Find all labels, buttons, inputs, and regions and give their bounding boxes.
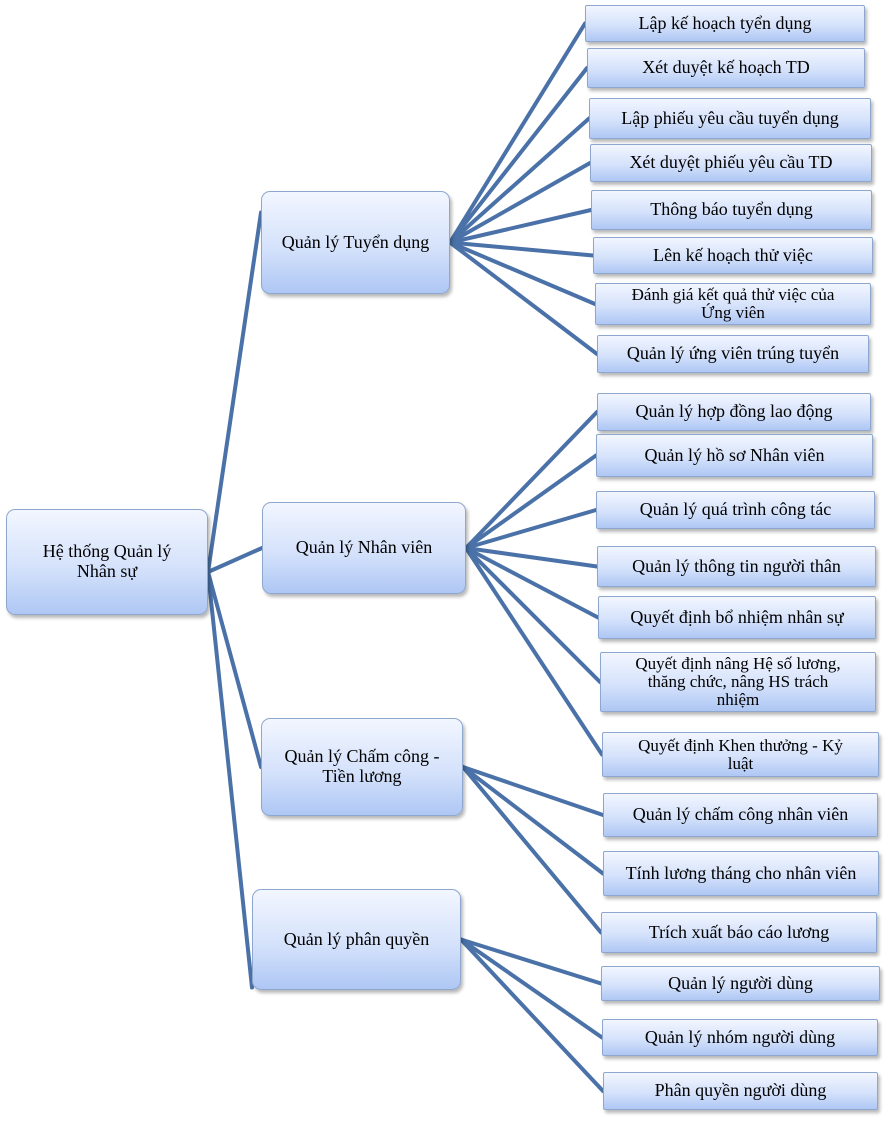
leaf-node: Trích xuất báo cáo lương — [601, 912, 877, 953]
connector-branch-leaf — [464, 508, 598, 550]
branch-node-label: Quản lý Chấm công - Tiền lương — [284, 746, 440, 786]
branch-node-label: Quản lý phân quyền — [283, 928, 430, 949]
connector-root-branch — [206, 546, 264, 574]
connector-branch-leaf — [448, 116, 591, 245]
connector-branch-leaf — [464, 546, 599, 569]
connector-branch-leaf — [448, 21, 587, 245]
connector-branch-leaf — [448, 66, 589, 245]
leaf-node: Quyết định nâng Hệ số lương, thăng chức,… — [600, 652, 876, 712]
leaf-node-label: Quản lý người dùng — [668, 972, 813, 993]
leaf-node-label: Đánh giá kết quả thử việc của Ứng viên — [631, 285, 835, 322]
leaf-node: Quản lý quá trình công tác — [596, 491, 875, 529]
connector-branch-leaf — [448, 208, 593, 245]
leaf-node-label: Quản lý hợp đồng lao động — [635, 401, 833, 422]
connector-branch-leaf — [464, 453, 598, 550]
leaf-node-label: Quyết định nâng Hệ số lương, thăng chức,… — [635, 654, 841, 709]
leaf-node-label: Quản lý ứng viên trúng tuyển — [626, 343, 840, 364]
leaf-node: Lập kế hoạch tyển dụng — [585, 5, 865, 42]
connector-root-branch — [206, 210, 263, 574]
connector-root-branch — [206, 570, 263, 769]
leaf-node-label: Phân quyền người dùng — [654, 1080, 827, 1101]
leaf-node: Quyết định Khen thưởng - Kỷ luật — [602, 732, 879, 777]
branch-node-label: Quản lý Nhân viên — [295, 537, 433, 558]
leaf-node: Quản lý ứng viên trúng tuyển — [597, 335, 869, 373]
branch-node: Quản lý Tuyển dụng — [261, 191, 450, 294]
leaf-node: Thông báo tuyển dụng — [591, 190, 872, 230]
leaf-node: Lập phiếu yêu cầu tuyển dụng — [589, 98, 871, 139]
leaf-node-label: Quản lý chấm công nhân viên — [632, 804, 849, 825]
leaf-node-label: Xét duyệt phiếu yêu cầu TD — [629, 152, 833, 173]
leaf-node: Quản lý hợp đồng lao động — [597, 393, 871, 431]
leaf-node: Xét duyệt phiếu yêu cầu TD — [590, 144, 872, 182]
leaf-node-label: Tính lương tháng cho nhân viên — [625, 862, 857, 883]
branch-node: Quản lý Nhân viên — [262, 502, 466, 594]
leaf-node: Phân quyền người dùng — [603, 1072, 878, 1110]
connector-branch-leaf — [448, 240, 599, 356]
leaf-node: Xét duyệt kế hoạch TD — [587, 48, 865, 88]
connector-branch-leaf — [464, 546, 602, 684]
connector-branch-leaf — [464, 546, 604, 757]
connector-branch-leaf — [461, 765, 603, 935]
connector-branch-leaf — [464, 410, 599, 550]
connector-branch-leaf — [448, 161, 592, 245]
leaf-node-label: Quyết định bổ nhiệm nhân sự — [630, 606, 844, 627]
leaf-node: Quyết định bổ nhiệm nhân sự — [598, 596, 876, 639]
leaf-node: Quản lý thông tin người thân — [597, 546, 876, 587]
root-node-label: Hệ thống Quản lý Nhân sự — [42, 541, 172, 581]
connector-branch-leaf — [459, 937, 604, 1040]
connector-branch-leaf — [461, 765, 605, 876]
leaf-node-label: Quyết định Khen thưởng - Kỷ luật — [638, 735, 843, 773]
branch-node-label: Quản lý Tuyển dụng — [281, 231, 430, 252]
leaf-node-label: Quản lý thông tin người thân — [632, 555, 841, 576]
connector-branch-leaf — [461, 765, 605, 817]
leaf-node: Đánh giá kết quả thử việc của Ứng viên — [595, 283, 871, 325]
leaf-node-label: Lập phiếu yêu cầu tuyển dụng — [621, 107, 839, 128]
connector-branch-leaf — [448, 240, 595, 258]
leaf-node: Lên kế hoạch thử việc — [593, 237, 873, 274]
leaf-node-label: Lên kế hoạch thử việc — [653, 244, 813, 265]
branch-node: Quản lý Chấm công - Tiền lương — [261, 718, 463, 816]
connector-branch-leaf — [448, 240, 597, 306]
leaf-node-label: Quản lý quá trình công tác — [639, 499, 832, 520]
leaf-node-label: Lập kế hoạch tyển dụng — [638, 12, 812, 33]
leaf-node-label: Trích xuất báo cáo lương — [648, 921, 830, 942]
leaf-node: Quản lý nhóm người dùng — [602, 1019, 878, 1056]
connector-branch-leaf — [459, 937, 603, 986]
connector-branch-leaf — [464, 546, 600, 620]
branch-node: Quản lý phân quyền — [252, 889, 461, 990]
connector-branch-leaf — [459, 937, 605, 1093]
leaf-node: Quản lý người dùng — [601, 966, 880, 1001]
leaf-node: Quản lý chấm công nhân viên — [603, 793, 878, 837]
root-node: Hệ thống Quản lý Nhân sự — [6, 509, 208, 615]
leaf-node-label: Quản lý hồ sơ Nhân viên — [644, 444, 825, 465]
leaf-node-label: Xét duyệt kế hoạch TD — [642, 57, 810, 78]
leaf-node: Quản lý hồ sơ Nhân viên — [596, 434, 873, 477]
connector-root-branch — [206, 570, 254, 990]
leaf-node-label: Thông báo tuyển dụng — [650, 199, 813, 220]
leaf-node: Tính lương tháng cho nhân viên — [603, 851, 879, 896]
leaf-node-label: Quản lý nhóm người dùng — [644, 1026, 836, 1047]
